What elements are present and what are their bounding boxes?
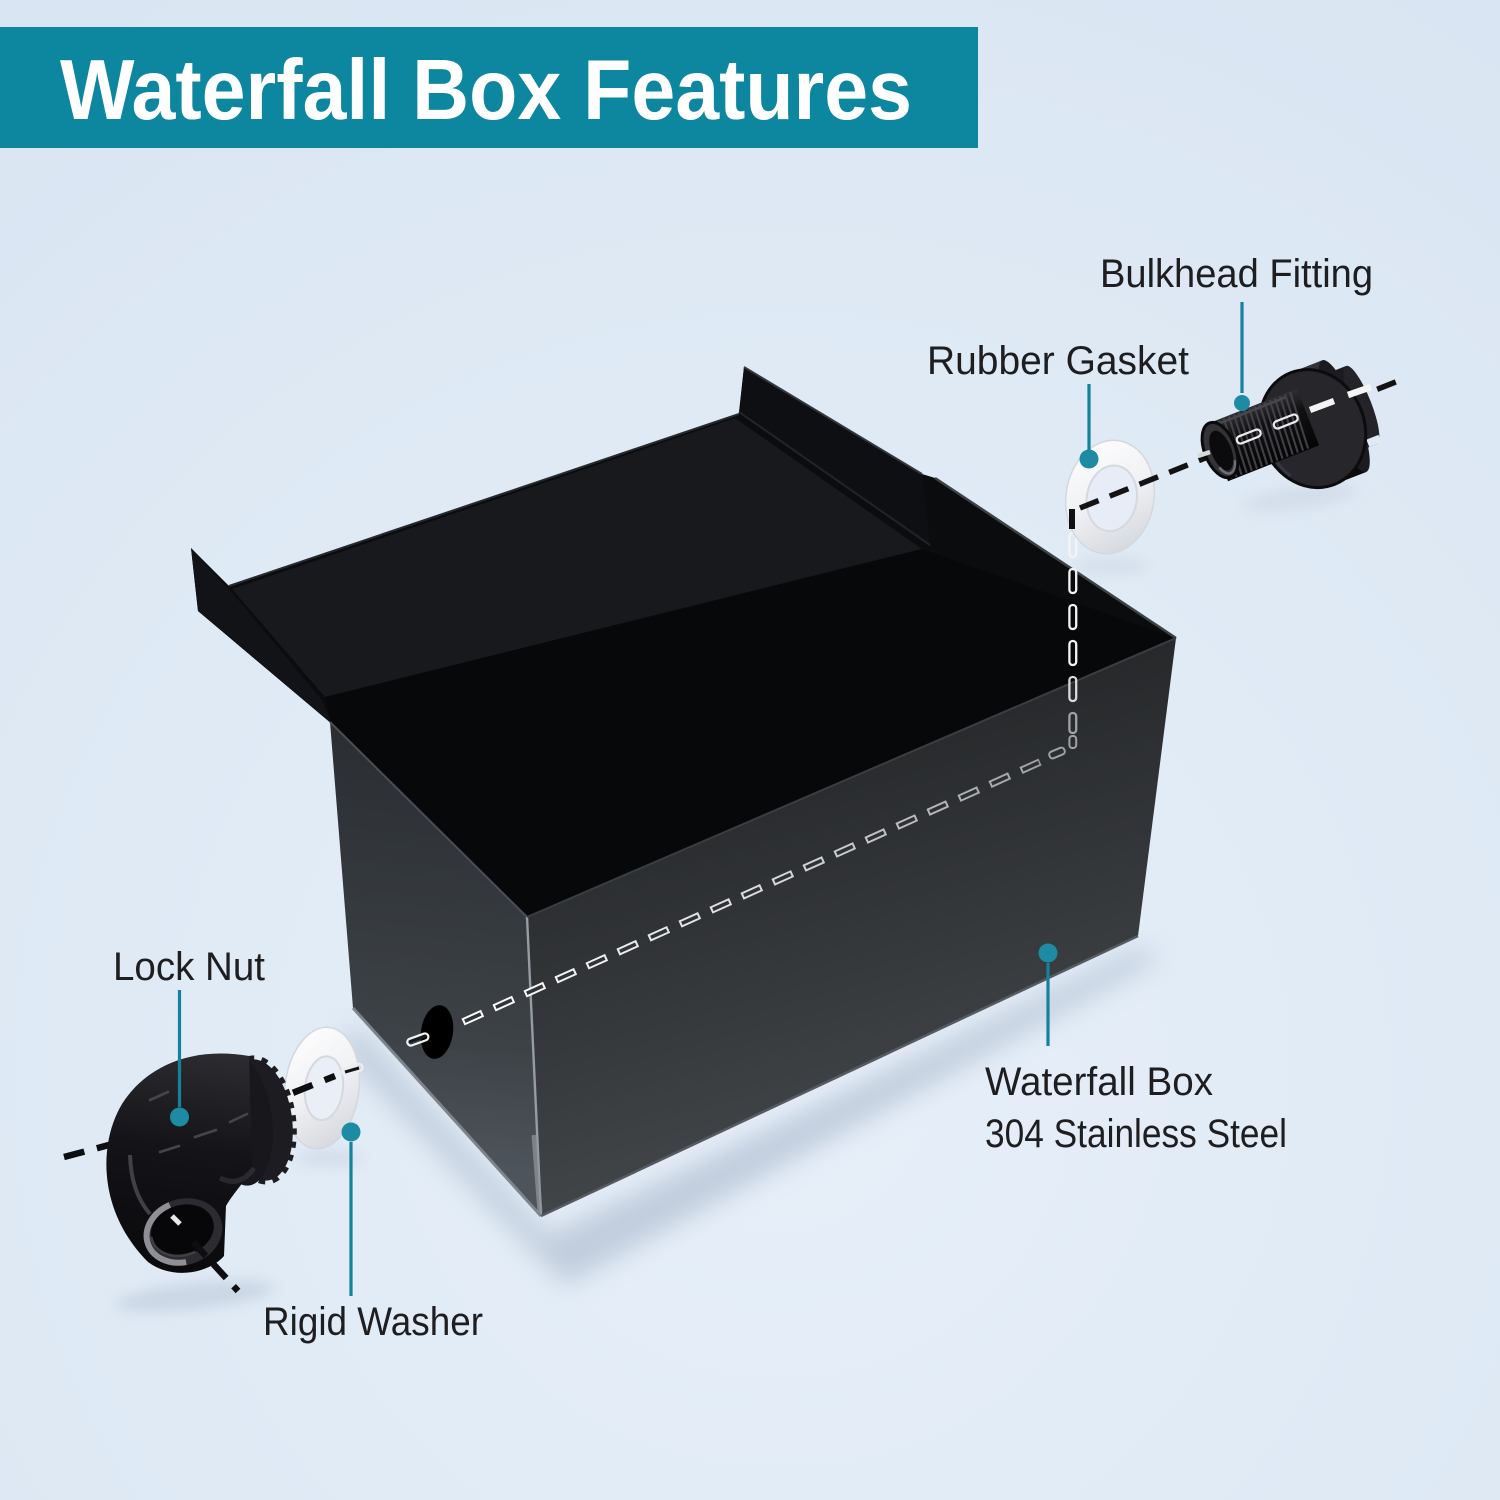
svg-text:Rubber Gasket: Rubber Gasket [927, 339, 1189, 383]
svg-text:Waterfall Box Features: Waterfall Box Features [60, 43, 912, 138]
svg-text:Waterfall Box: Waterfall Box [985, 1060, 1213, 1104]
svg-text:304 Stainless Steel: 304 Stainless Steel [985, 1112, 1287, 1156]
svg-text:Bulkhead Fitting: Bulkhead Fitting [1100, 252, 1373, 296]
svg-text:Rigid Washer: Rigid Washer [263, 1300, 483, 1344]
svg-text:Lock Nut: Lock Nut [113, 945, 265, 989]
